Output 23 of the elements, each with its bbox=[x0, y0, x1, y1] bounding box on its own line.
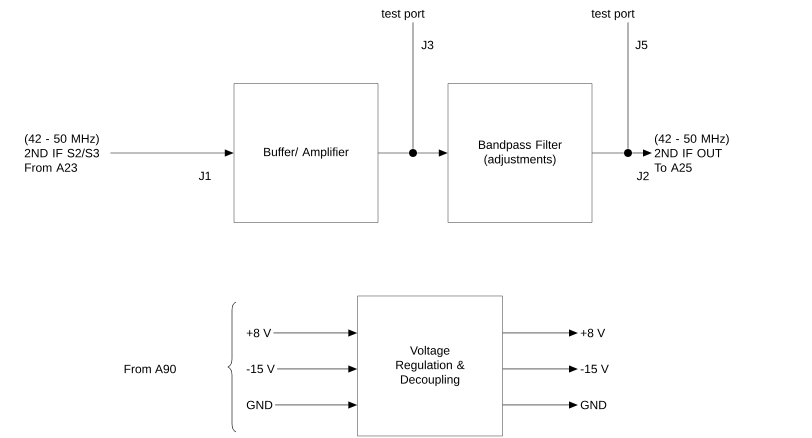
connector-label: J3 bbox=[421, 40, 434, 50]
signal-label: +8 V bbox=[580, 328, 606, 338]
signal-label: -15 V bbox=[246, 364, 275, 374]
junction-dot bbox=[409, 149, 417, 157]
signal-label: +8 V bbox=[246, 328, 272, 338]
signal-line bbox=[592, 152, 624, 154]
leader-line bbox=[412, 22, 414, 150]
connector-label: J2 bbox=[636, 172, 649, 180]
test-port-label: test port bbox=[382, 10, 425, 20]
signal-line bbox=[378, 152, 410, 154]
test-port-label: test port bbox=[592, 10, 635, 20]
signal-label: (42 - 50 MHz) 2ND IF OUT To A25 bbox=[654, 134, 729, 172]
junction-dot bbox=[624, 149, 632, 157]
block-box: Voltage Regulation & Decoupling bbox=[357, 296, 503, 436]
source-label: From A90 bbox=[124, 364, 176, 374]
block-box: Bandpass Filter (adjustments) bbox=[448, 83, 592, 223]
connector-label: J5 bbox=[635, 40, 648, 50]
block-box: Buffer/ Amplifier bbox=[234, 83, 378, 223]
connector-label: J1 bbox=[198, 172, 211, 180]
signal-label: GND bbox=[246, 400, 272, 410]
signal-label: (42 - 50 MHz) 2ND IF S2/S3 From A23 bbox=[24, 134, 100, 172]
signal-label: GND bbox=[580, 400, 606, 410]
signal-label: -15 V bbox=[580, 364, 609, 374]
